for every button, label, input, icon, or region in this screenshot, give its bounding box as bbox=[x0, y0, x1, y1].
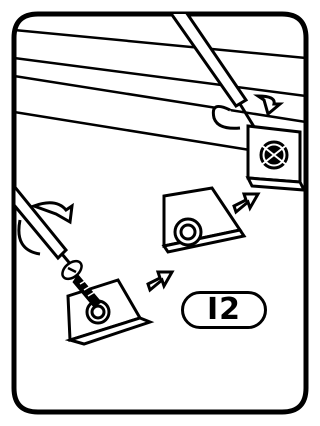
corner-block-right bbox=[248, 126, 304, 190]
step-number-badge: I2 bbox=[181, 291, 267, 329]
